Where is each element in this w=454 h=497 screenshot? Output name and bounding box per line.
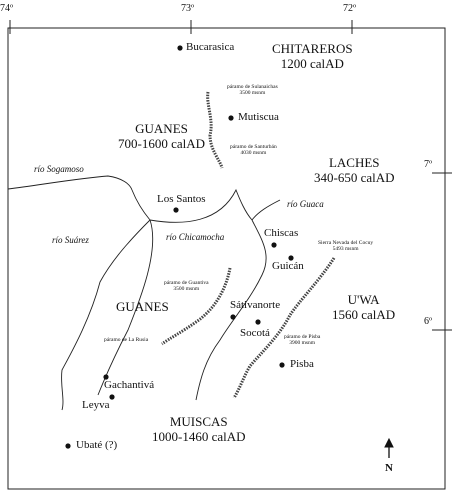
group-label-chitareros: CHITAREROS 1200 calAD — [272, 41, 353, 72]
group-date-laches: 340-650 calAD — [314, 169, 395, 185]
latitude-label-6: 6º — [424, 316, 433, 327]
city-dot-sativanorte — [230, 314, 236, 320]
group-label-uwa: U'WA 1560 calAD — [332, 292, 396, 323]
city-label-pisba: Pisba — [290, 358, 314, 370]
paramo-guantiva-range — [161, 267, 232, 346]
city-dot-socota — [255, 319, 261, 325]
paramo-name-cocuy: Sierra Nevada del Cocuy — [318, 240, 374, 246]
longitude-label-73: 73º — [181, 3, 195, 14]
paramo-name-pisba: páramo de Pisba — [284, 334, 321, 340]
paramo-name-sulanaichas: páramo de Sulanaichas — [227, 84, 278, 90]
river-suarez-line — [61, 189, 151, 411]
city-label-ubate: Ubaté (?) — [76, 439, 118, 451]
city-dots — [65, 45, 294, 449]
paramo-name-la-rusia: páramo de La Rusia — [104, 337, 149, 343]
group-name-guanes-north: GUANES — [135, 121, 188, 136]
map-frame — [7, 27, 446, 490]
paramo-label-la-rusia: páramo de La Rusia — [104, 337, 148, 343]
group-name-muiscas: MUISCAS — [169, 414, 228, 429]
paramo-name-santurban: páramo de Santurbán — [230, 144, 277, 150]
city-dot-mutiscua — [228, 115, 234, 121]
paramo-elev-guantiva: 3500 msnm — [173, 286, 200, 293]
paramo-label-pisba: páramo de Pisba 3900 msnm — [284, 334, 320, 347]
river-eastern-tributary — [195, 219, 267, 401]
city-dot-los-santos — [173, 207, 179, 213]
group-label-laches: LACHES 340-650 calAD — [314, 155, 395, 186]
city-label-gachantiva: Gachantivá — [104, 379, 155, 391]
river-chicamocha-line — [149, 188, 253, 223]
group-label-muiscas: MUISCAS 1000-1460 calAD — [152, 414, 246, 445]
paramo-elev-santurban: 4030 msnm — [240, 150, 267, 157]
city-label-guican: Guicán — [272, 260, 304, 272]
group-name-chitareros: CHITAREROS — [272, 41, 353, 56]
paramo-santurban-range — [206, 91, 224, 169]
longitude-label-72: 72º — [343, 3, 357, 14]
north-label: N — [385, 462, 393, 474]
paramo-elev-pisba: 3900 msnm — [289, 340, 316, 347]
paramo-label-santurban: páramo de Santurbán 4030 msnm — [230, 144, 277, 157]
city-label-mutiscua: Mutiscua — [238, 111, 279, 123]
group-date-uwa: 1560 calAD — [332, 306, 396, 322]
rivers — [7, 175, 281, 411]
mountain-ranges — [161, 91, 336, 399]
group-label-guanes-north: GUANES 700-1600 calAD — [118, 121, 206, 152]
city-label-leyva: Leyva — [82, 399, 110, 411]
group-date-guanes-north: 700-1600 calAD — [118, 135, 206, 151]
river-guaca-line — [251, 199, 281, 221]
city-dot-bucarasica — [177, 45, 183, 51]
north-arrow-icon — [384, 437, 394, 458]
paramo-label-guantiva: páramo de Guantiva 3500 msnm — [164, 280, 209, 293]
river-label-suarez: río Suárez — [52, 235, 89, 245]
river-label-guaca: río Guaca — [287, 199, 324, 209]
group-label-guanes-south: GUANES — [116, 299, 169, 315]
city-label-chiscas: Chiscas — [264, 227, 299, 239]
city-label-sativanorte: Sátivanorte — [230, 299, 281, 311]
city-dot-leyva — [109, 394, 115, 400]
river-label-sogamoso: río Sogamoso — [34, 164, 84, 174]
city-dot-guican — [288, 255, 294, 261]
group-name-guanes-south: GUANES — [116, 299, 169, 314]
paramo-elev-cocuy: 5493 msnm — [332, 246, 359, 253]
city-dot-chiscas — [271, 242, 277, 248]
paramo-name-guantiva: páramo de Guantiva — [164, 280, 209, 286]
paramo-label-sulanaichas: páramo de Sulanaichas 3500 msnm — [227, 84, 278, 97]
river-label-chicamocha: río Chicamocha — [166, 232, 225, 242]
city-dot-gachantiva — [103, 374, 109, 380]
city-label-los-santos: Los Santos — [157, 193, 206, 205]
city-label-socota: Socotá — [240, 327, 270, 339]
city-dot-ubate — [65, 443, 71, 449]
longitude-label-74: 74º — [0, 3, 14, 14]
paramo-elev-sulanaichas: 3500 msnm — [239, 90, 266, 97]
group-name-uwa: U'WA — [347, 292, 380, 307]
city-label-bucarasica: Bucarasica — [186, 41, 235, 53]
group-date-chitareros: 1200 calAD — [280, 55, 344, 71]
group-name-laches: LACHES — [328, 155, 380, 170]
group-date-muiscas: 1000-1460 calAD — [152, 428, 246, 444]
paramo-label-cocuy: Sierra Nevada del Cocuy 5493 msnm — [318, 240, 373, 253]
graticule-ticks — [9, 20, 452, 331]
city-dot-pisba — [279, 362, 285, 368]
latitude-label-7: 7º — [424, 159, 433, 170]
river-sogamoso-line — [7, 175, 133, 191]
